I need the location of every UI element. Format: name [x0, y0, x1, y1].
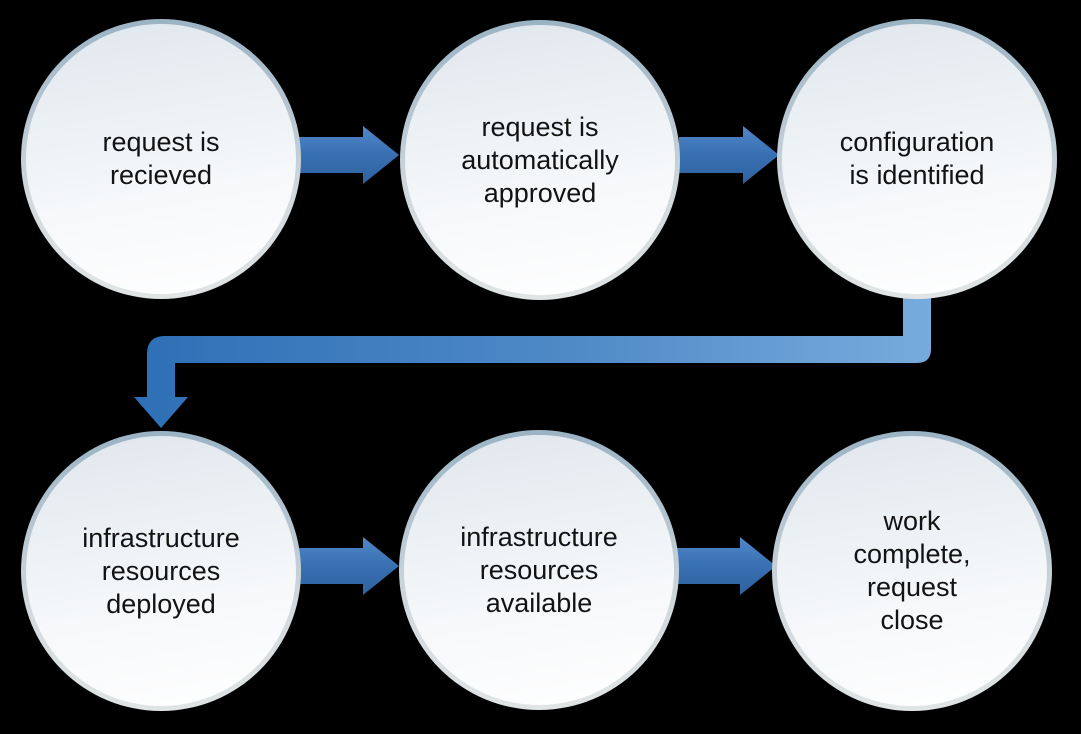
elbow-connector-path [134, 288, 931, 428]
node-resources-available: infrastructure resources available [399, 430, 679, 710]
node-request-approved: request is automatically approved [400, 20, 680, 300]
node-label: configuration is identified [839, 127, 995, 190]
node-label: request is automatically approved [461, 111, 619, 208]
node-request-approved-fill: request is automatically approved [405, 25, 675, 295]
node-work-complete: work complete, request close [772, 431, 1052, 711]
node-resources-deployed: infrastructure resources deployed [21, 431, 301, 711]
node-request-received: request is recieved [21, 19, 301, 299]
node-label: work complete, request close [853, 506, 971, 635]
node-configuration-identified: configuration is identified [777, 19, 1057, 299]
node-request-received-fill: request is recieved [26, 24, 296, 294]
node-label: infrastructure resources deployed [82, 522, 240, 619]
node-work-complete-fill: work complete, request close [777, 436, 1047, 706]
node-resources-available-fill: infrastructure resources available [404, 435, 674, 705]
node-configuration-identified-fill: configuration is identified [782, 24, 1052, 294]
node-label: request is recieved [102, 127, 220, 190]
node-resources-deployed-fill: infrastructure resources deployed [26, 436, 296, 706]
node-label: infrastructure resources available [460, 521, 618, 618]
